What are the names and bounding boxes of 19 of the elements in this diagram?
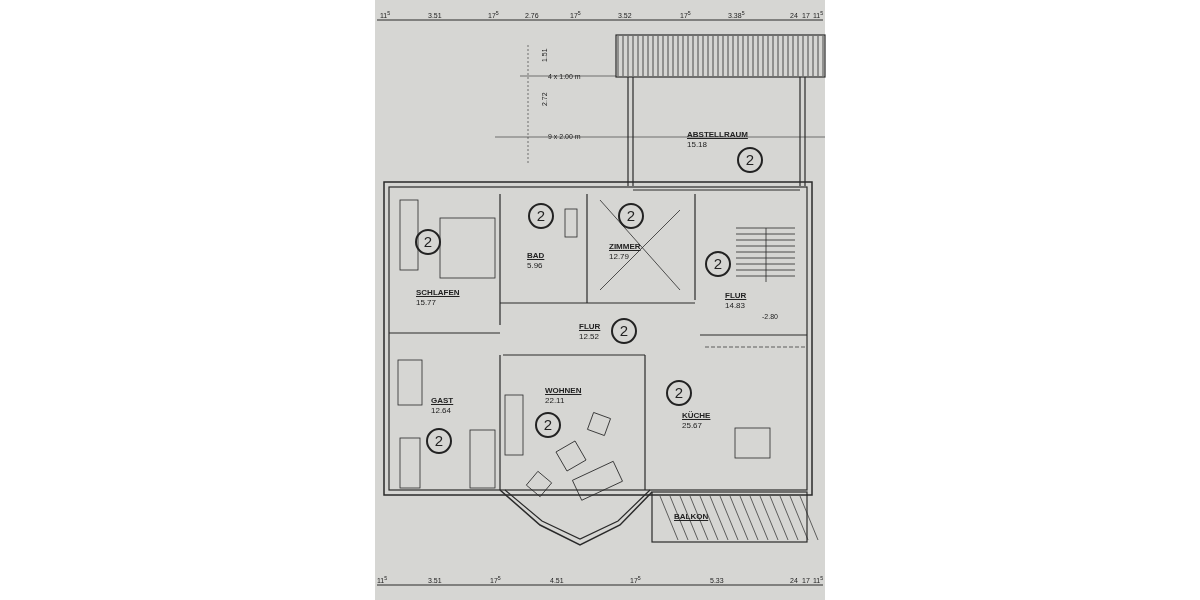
room-area-value: 14.83 (725, 301, 746, 311)
room-area-value: 15.18 (687, 140, 708, 150)
room-name: FLUR (725, 291, 747, 301)
room-area-value: 25.67 (682, 421, 703, 431)
room-area-value: 5.96 (527, 261, 543, 271)
room-area-value: 12.79 (609, 252, 630, 262)
room-name: GAST (431, 396, 454, 406)
room-name: WOHNEN (545, 386, 582, 396)
room-area-value: 22.11 (545, 396, 565, 406)
room-name: ZIMMER (609, 242, 641, 252)
room-name: SCHLAFEN (416, 288, 460, 298)
room-name: FLUR (579, 322, 601, 332)
room-name: BAD (527, 251, 545, 261)
room-name: ABSTELLRAUM (687, 130, 748, 140)
room-area-value: 15.77 (416, 298, 437, 308)
room-area-value: 12.64 (431, 406, 452, 416)
room-name: BALKON (674, 512, 709, 522)
room-area-value: 12.52 (579, 332, 600, 342)
room-name: KÜCHE (682, 411, 711, 421)
